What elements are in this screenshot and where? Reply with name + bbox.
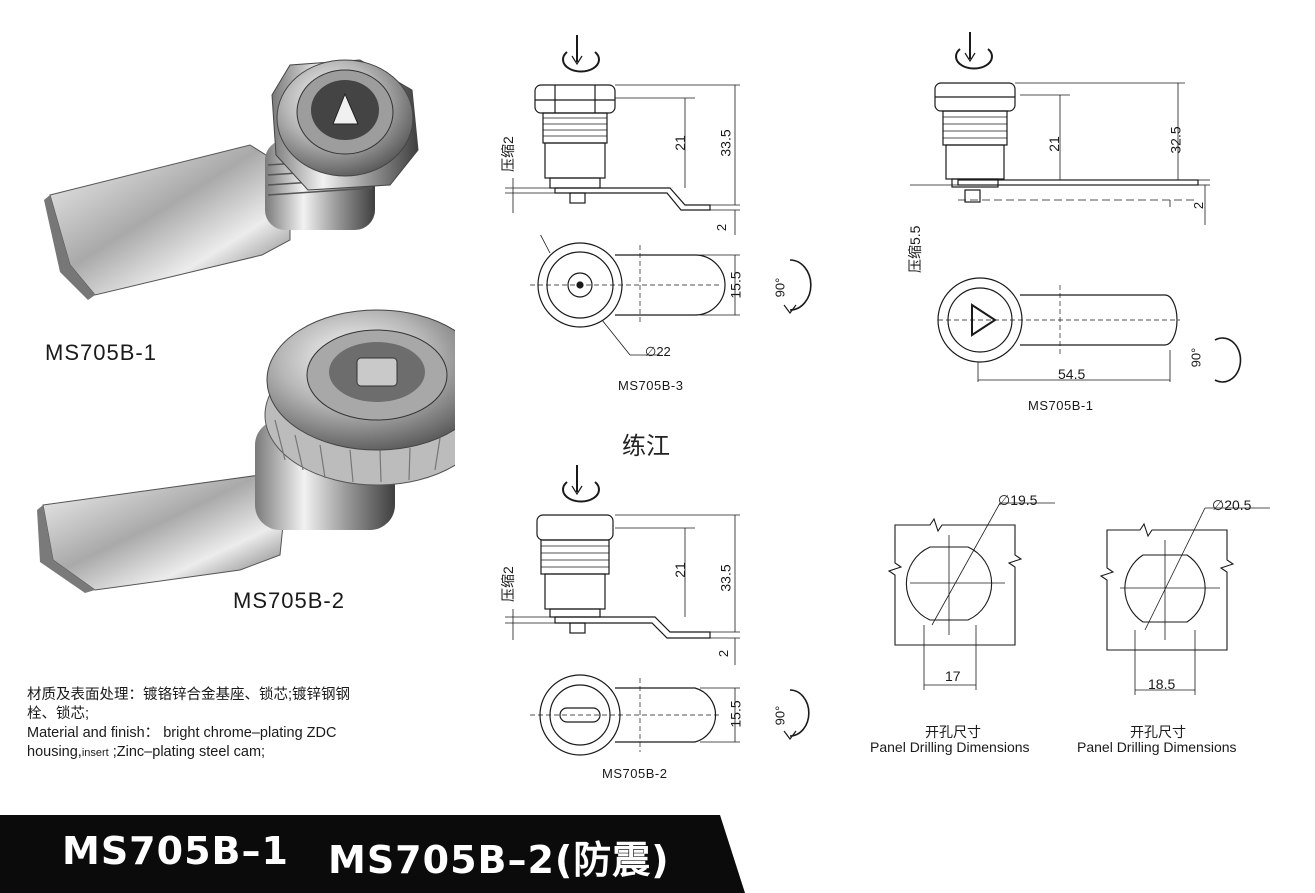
drill-right-dia: ∅20.5 [1212, 497, 1252, 513]
dim-b2-33-5: 33.5 [717, 564, 734, 592]
center-note: 练江 [622, 432, 670, 460]
footer-banner: MS705B–1 MS705B–2(防震) [0, 815, 745, 893]
drawing-ms705b-3-side [505, 35, 740, 235]
product-photo-ms705b-1 [44, 59, 419, 300]
material-en-line-1: Material and finish： bright chrome–plati… [27, 725, 337, 741]
dim-b1-32-5: 32.5 [1167, 126, 1184, 154]
product-label-2: MS705B-2 [233, 588, 345, 613]
footer-model-2: MS705B–2(防震) [328, 838, 670, 882]
dim-b2-press: 压缩2 [500, 566, 516, 602]
drawing-ms705b-2-side [505, 465, 740, 665]
material-en-line-2: housing,insert ;Zinc–plating steel cam; [27, 744, 266, 760]
dim-b1-54-5: 54.5 [1058, 366, 1086, 382]
rotation-icon-3 [955, 32, 993, 70]
dim-b2-angle: 90° [772, 705, 788, 726]
drill-left-dia: ∅19.5 [998, 492, 1038, 508]
dim-b1-press: 压缩5.5 [907, 225, 923, 273]
rotation-icon-2 [562, 465, 600, 503]
drilling-right [1099, 507, 1270, 695]
dim-b3-33-5: 33.5 [717, 129, 734, 157]
dim-b1-21: 21 [1045, 136, 1062, 152]
drill-left-width: 17 [945, 668, 961, 684]
material-cn-line-1: 材质及表面处理：镀铬锌合金基座、锁芯;镀锌钢钢 [27, 687, 351, 703]
drawing-ms705b-3-top [530, 235, 812, 356]
drill-right-width: 18.5 [1148, 676, 1176, 692]
dim-b3-15-5: 15.5 [727, 271, 744, 299]
view-label-b3: MS705B-3 [618, 378, 684, 393]
dim-b1-angle: 90° [1188, 347, 1204, 368]
dim-b3-21: 21 [671, 135, 688, 151]
view-label-b2: MS705B-2 [602, 766, 668, 781]
dim-b3-angle: 90° [772, 277, 788, 298]
drawing-ms705b-1-top [937, 277, 1242, 383]
view-label-b1: MS705B-1 [1028, 398, 1094, 413]
dim-b3-dia: ∅22 [645, 344, 671, 359]
drill-right-title-cn: 开孔尺寸 [1130, 724, 1186, 740]
dim-b2-2: 2 [716, 649, 732, 658]
rotation-icon [562, 35, 600, 73]
product-label-1: MS705B-1 [45, 340, 157, 365]
material-cn-line-2: 栓、锁芯; [27, 706, 90, 722]
drilling-left [887, 502, 1055, 690]
dim-b2-21: 21 [671, 562, 688, 578]
rotation-90-icon-3 [1214, 337, 1242, 383]
dim-b3-2: 2 [714, 223, 730, 232]
dim-b2-15-5: 15.5 [727, 700, 744, 728]
drill-left-title-cn: 开孔尺寸 [925, 724, 981, 740]
drawing-ms705b-2-top [530, 674, 810, 756]
drill-right-title-en: Panel Drilling Dimensions [1077, 739, 1237, 755]
footer-model-1: MS705B–1 [62, 829, 289, 873]
dim-b3-press: 压缩2 [500, 136, 516, 172]
product-photo-ms705b-2 [37, 309, 455, 593]
drawing-ms705b-1-side [910, 32, 1210, 225]
drill-left-title-en: Panel Drilling Dimensions [870, 739, 1030, 755]
rotation-90-icon-2 [783, 689, 810, 740]
dim-b1-2: 2 [1191, 201, 1207, 210]
material-description: 材质及表面处理：镀铬锌合金基座、锁芯;镀锌钢钢 栓、锁芯; Material a… [27, 686, 445, 763]
rotation-90-icon [783, 259, 812, 314]
